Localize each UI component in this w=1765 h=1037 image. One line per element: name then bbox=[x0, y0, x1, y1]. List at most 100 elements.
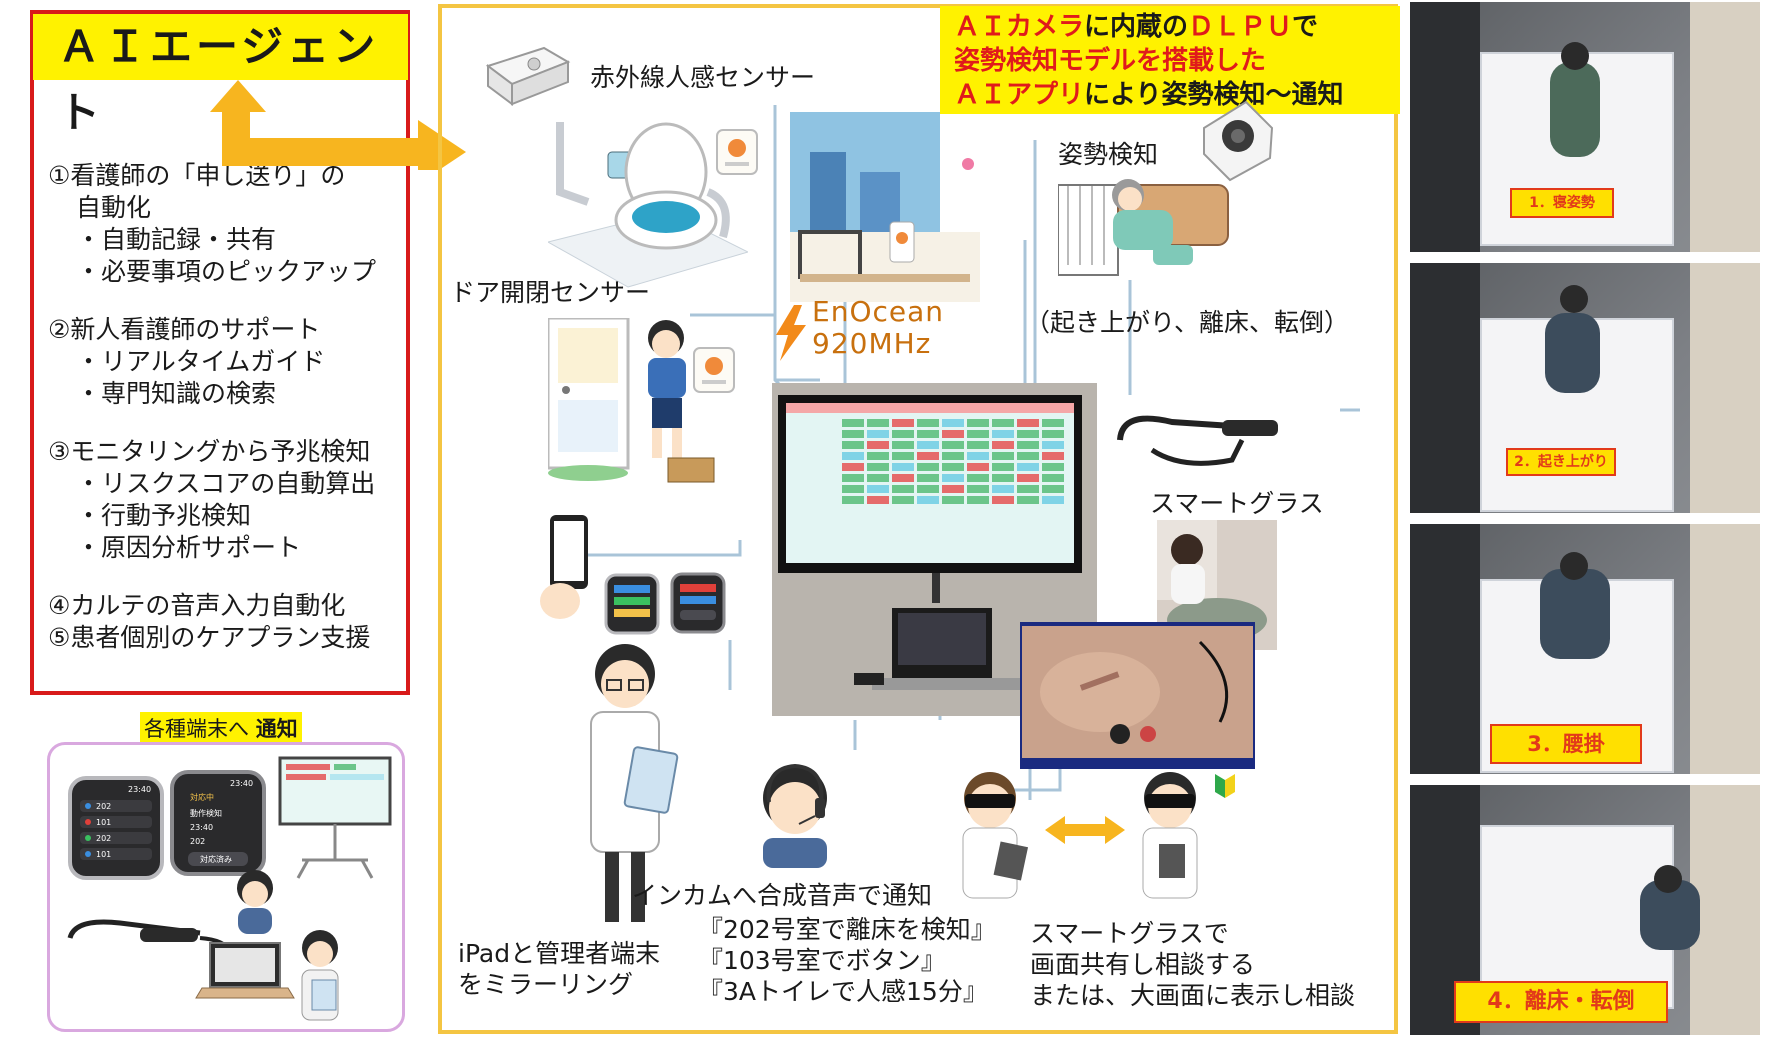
watch-1-row-1: 202 bbox=[96, 802, 111, 811]
monitor-status-cell bbox=[942, 441, 964, 449]
monitor-status-cell bbox=[992, 452, 1014, 460]
monitor-status-cell bbox=[967, 452, 989, 460]
monitor-status-cell bbox=[917, 452, 939, 460]
notify-label: 各種端末へ 通知 bbox=[140, 712, 302, 744]
hospital-room-illustration bbox=[790, 112, 980, 302]
monitor-status-cell bbox=[842, 463, 864, 471]
monitor-status-cell bbox=[917, 441, 939, 449]
feature-3-sub-2: ・行動予兆検知 bbox=[76, 501, 252, 530]
watch-2-time: 23:40 bbox=[230, 779, 253, 788]
feature-1-sub-2: ・必要事項のピックアップ bbox=[76, 257, 377, 286]
monitor-status-cell bbox=[1042, 419, 1064, 427]
monitor-status-cell bbox=[917, 474, 939, 482]
door-illustration bbox=[548, 318, 715, 483]
monitor-status-cell bbox=[1042, 463, 1064, 471]
smart-glass-label: スマートグラス bbox=[1150, 489, 1324, 518]
feature-3-sub-3: ・原因分析サポート bbox=[76, 533, 302, 562]
operator-icon bbox=[237, 870, 273, 934]
voice-messages-label: 『202号室で離床を検知』 『103号室でボタン』 『3Aトイレで人感15分』 bbox=[698, 915, 996, 1006]
watch-1-row-2: 101 bbox=[96, 818, 111, 827]
monitor-status-cell bbox=[1042, 485, 1064, 493]
monitor-status-cell bbox=[842, 452, 864, 460]
watch-2-row-1: 動作検知 bbox=[190, 808, 222, 818]
nurses-sharing-illustration bbox=[962, 772, 1235, 899]
monitor-status-cell bbox=[842, 441, 864, 449]
monitor-status-cell bbox=[1017, 474, 1039, 482]
ir-sensor-label: 赤外線人感センサー bbox=[590, 63, 816, 92]
smart-glass-icon bbox=[67, 919, 230, 951]
monitor-status-cell bbox=[967, 496, 989, 504]
monitor-status-cell bbox=[867, 452, 889, 460]
monitor-status-cell bbox=[892, 419, 914, 427]
monitor-status-cell bbox=[892, 452, 914, 460]
feature-3-sub-1: ・リスクスコアの自動算出 bbox=[76, 469, 376, 498]
monitor-status-cell bbox=[867, 463, 889, 471]
monitor-status-cell bbox=[867, 430, 889, 438]
monitor-status-cell bbox=[992, 496, 1014, 504]
monitor-status-cell bbox=[992, 463, 1014, 471]
monitor-status-cell bbox=[842, 419, 864, 427]
screen-share-label: スマートグラスで 画面共有し相談する または、大画面に表示し相談 bbox=[1030, 919, 1356, 1010]
monitor-status-cell bbox=[992, 485, 1014, 493]
monitor-status-cell bbox=[942, 419, 964, 427]
lightning-icon bbox=[776, 305, 806, 361]
feature-5: ⑤患者個別のケアプラン支援 bbox=[48, 623, 371, 652]
monitor-status-cell bbox=[942, 485, 964, 493]
monitor-status-cell bbox=[892, 474, 914, 482]
monitor-status-cell bbox=[1017, 452, 1039, 460]
monitor-status-cell bbox=[967, 485, 989, 493]
posture-tag-4: 4．離床・転倒 bbox=[1454, 981, 1668, 1023]
watch-2-header: 対応中 bbox=[190, 792, 214, 802]
monitor-status-cell bbox=[1017, 419, 1039, 427]
laptop-icon bbox=[195, 942, 295, 999]
nurse-call-button-icon bbox=[716, 129, 758, 175]
monitor-status-cell bbox=[917, 463, 939, 471]
smart-glass-icon bbox=[1117, 415, 1278, 466]
monitor-status-cell bbox=[892, 463, 914, 471]
monitor-status-cell bbox=[842, 496, 864, 504]
ipad-mirroring-label: iPadと管理者端末 をミラーリング bbox=[458, 939, 661, 999]
monitor-status-cell bbox=[892, 441, 914, 449]
monitor-status-cell bbox=[1017, 485, 1039, 493]
monitor-status-cell bbox=[842, 474, 864, 482]
monitor-status-cell bbox=[942, 496, 964, 504]
monitor-status-cell bbox=[892, 430, 914, 438]
feature-2-sub-2: ・専門知識の検索 bbox=[76, 379, 277, 408]
wound-image-screen bbox=[1020, 622, 1255, 769]
camera-photo-2: 2．起き上がり bbox=[1410, 263, 1760, 513]
monitor-status-cell bbox=[917, 485, 939, 493]
monitor-status-cell bbox=[867, 441, 889, 449]
posture-tag-2: 2．起き上がり bbox=[1506, 448, 1616, 476]
monitor-status-cell bbox=[867, 419, 889, 427]
monitor-status-cell bbox=[1017, 496, 1039, 504]
watch-1-row-4: 101 bbox=[96, 850, 111, 859]
posture-tag-3: 3．腰掛 bbox=[1490, 724, 1642, 764]
monitor-status-cell bbox=[867, 474, 889, 482]
monitor-status-cell bbox=[892, 496, 914, 504]
enocean-label: EnOcean 920MHz bbox=[812, 295, 945, 360]
monitor-status-cell bbox=[992, 441, 1014, 449]
posture-detection-label: 姿勢検知 bbox=[1058, 140, 1159, 169]
intercom-operator-illustration bbox=[763, 763, 827, 868]
monitor-status-cell bbox=[1042, 441, 1064, 449]
agent-link-arrow bbox=[210, 80, 466, 170]
watch-1-row-3: 202 bbox=[96, 834, 111, 843]
monitor-status-cell bbox=[1017, 430, 1039, 438]
watch-2-row-2: 23:40 bbox=[190, 823, 213, 832]
monitor-status-cell bbox=[842, 430, 864, 438]
monitor-status-cell bbox=[917, 419, 939, 427]
monitor-status-cell bbox=[942, 463, 964, 471]
monitor-status-cell bbox=[967, 441, 989, 449]
monitor-status-cell bbox=[1017, 441, 1039, 449]
ir-sensor-icon bbox=[485, 46, 571, 106]
monitor-status-cell bbox=[867, 485, 889, 493]
monitor-status-cell bbox=[1042, 430, 1064, 438]
monitor-status-cell bbox=[1042, 452, 1064, 460]
monitor-status-cell bbox=[1042, 474, 1064, 482]
smartwatch-icon: 23:40 対応中 動作検知 23:40 202 対応済み bbox=[170, 770, 266, 876]
patient-rising-illustration bbox=[1058, 179, 1229, 276]
feature-4: ④カルテの音声入力自動化 bbox=[48, 591, 346, 620]
feature-2-sub-1: ・リアルタイムガイド bbox=[76, 347, 326, 376]
intercom-label: インカムへ合成音声で通知 bbox=[632, 881, 933, 910]
camera-photo-1: 1．寝姿勢 bbox=[1410, 2, 1760, 252]
